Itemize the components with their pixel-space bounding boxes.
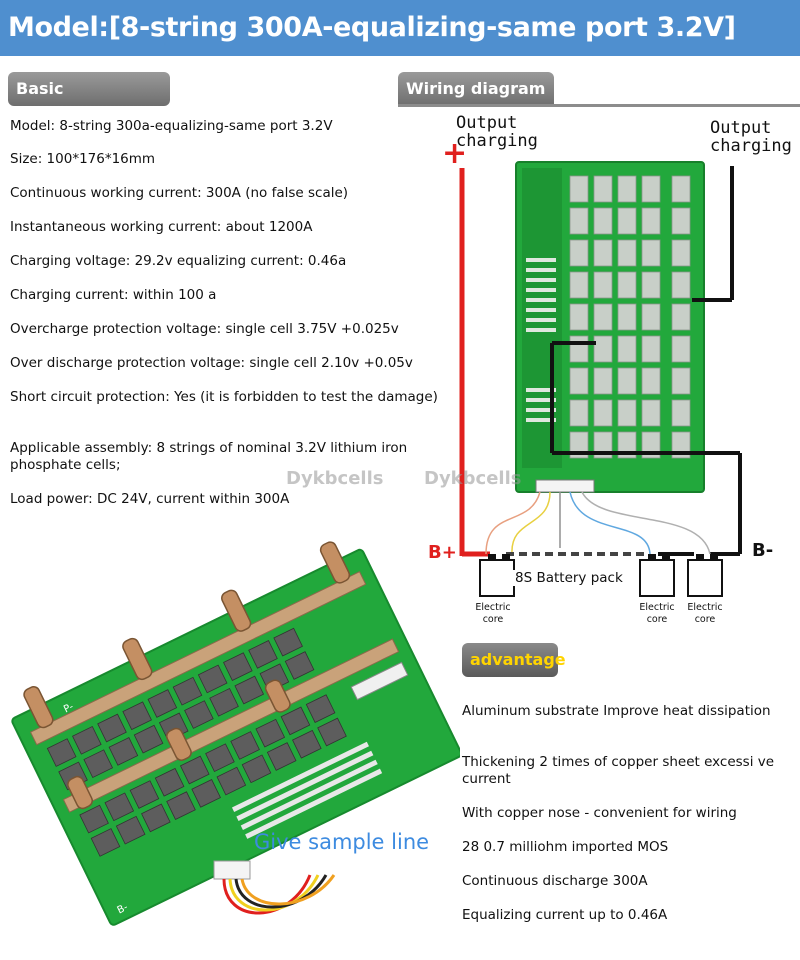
product-copper-nose-6: [165, 727, 192, 761]
product-copper-nose-3: [221, 589, 252, 632]
electric-core-label-3-line-1: Electric: [687, 602, 723, 613]
wiring-battery-cell-3: [687, 554, 723, 597]
advantage-mos: 28 0.7 milliohm imported MOS: [462, 839, 669, 855]
product-photo: P- B-: [11, 541, 460, 926]
electric-core-label-2-line-2: core: [646, 614, 668, 625]
advantage-heat-dissipation: Aluminum substrate Improve heat dissipat…: [462, 703, 771, 719]
electric-core-label-1: Electric core: [468, 602, 518, 626]
electric-core-label-2: Electric core: [632, 602, 682, 626]
param-load-power: Load power: DC 24V, current within 300A: [10, 491, 290, 507]
wiring-battery-cell-1: [479, 554, 515, 597]
product-copper-nose-1: [23, 686, 54, 729]
param-size: Size: 100*176*16mm: [10, 151, 156, 167]
product-copper-bar-2: [62, 638, 400, 813]
electric-core-label-1-line-2: core: [482, 614, 504, 625]
output-charging-right-label-1: Output: [710, 118, 772, 138]
wiring-diagram-tag: Wiring diagram: [398, 72, 554, 106]
wiring-battery-cell-2: [639, 554, 675, 597]
product-copper-nose-7: [264, 679, 291, 713]
wiring-balance-connector: [535, 479, 595, 493]
wiring-mos-grid: [569, 175, 691, 459]
param-assembly: Applicable assembly: 8 strings of nomina…: [10, 440, 408, 473]
product-copper-nose-2: [122, 637, 153, 681]
param-model: Model: 8-string 300a-equalizing-same por…: [10, 118, 333, 134]
param-short-circuit: Short circuit protection: Yes (it is for…: [10, 389, 438, 405]
advantage-tag: advantage: [462, 643, 566, 677]
wiring-diagram: [459, 161, 742, 597]
advantage-copper-nose: With copper nose - convenient for wiring: [462, 805, 737, 821]
b-minus-label: B-: [752, 540, 774, 561]
electric-core-label-3: Electric core: [680, 602, 730, 626]
advantage-continuous-discharge: Continuous discharge 300A: [462, 873, 648, 889]
param-continuous-current: Continuous working current: 300A (no fal…: [10, 185, 349, 201]
param-overcharge: Overcharge protection voltage: single ce…: [10, 321, 399, 337]
sample-line-label: Give sample line: [254, 830, 430, 854]
product-balance-connector: [350, 661, 409, 701]
product-mark-b-minus: B-: [116, 902, 131, 917]
watermark-1: Dykbcells: [286, 468, 384, 489]
param-instantaneous-current: Instantaneous working current: about 120…: [10, 219, 313, 235]
page-title: Model:[8-string 300A-equalizing-same por…: [0, 0, 800, 56]
basic-parameters-tag: Basic parameters: [8, 72, 170, 132]
advantage-equalizing-current: Equalizing current up to 0.46A: [462, 907, 668, 923]
wiring-divider: [398, 104, 800, 107]
param-charging-voltage: Charging voltage: 29.2v equalizing curre…: [10, 253, 347, 269]
electric-core-label-2-line-1: Electric: [639, 602, 675, 613]
output-charging-left-label-1: Output: [456, 113, 518, 133]
product-copper-nose-5: [67, 775, 93, 810]
advantage-copper-sheet: Thickening 2 times of copper sheet exces…: [462, 754, 775, 787]
watermark-2: Dykbcells: [424, 468, 522, 489]
product-copper-nose-4: [319, 541, 351, 584]
electric-core-label-3-line-2: core: [694, 614, 716, 625]
plus-sign: +: [442, 136, 468, 171]
param-overdischarge: Over discharge protection voltage: singl…: [10, 355, 413, 371]
output-charging-left-label-2: charging: [456, 131, 538, 151]
product-copper-bar-1: [29, 571, 367, 746]
sample-line-image: [213, 860, 336, 915]
param-charging-current: Charging current: within 100 a: [10, 287, 217, 303]
b-plus-label: B+: [428, 542, 457, 563]
electric-core-label-1-line-1: Electric: [475, 602, 511, 613]
output-charging-right-label-2: charging: [710, 136, 792, 156]
battery-pack-label: 8S Battery pack: [512, 570, 626, 586]
